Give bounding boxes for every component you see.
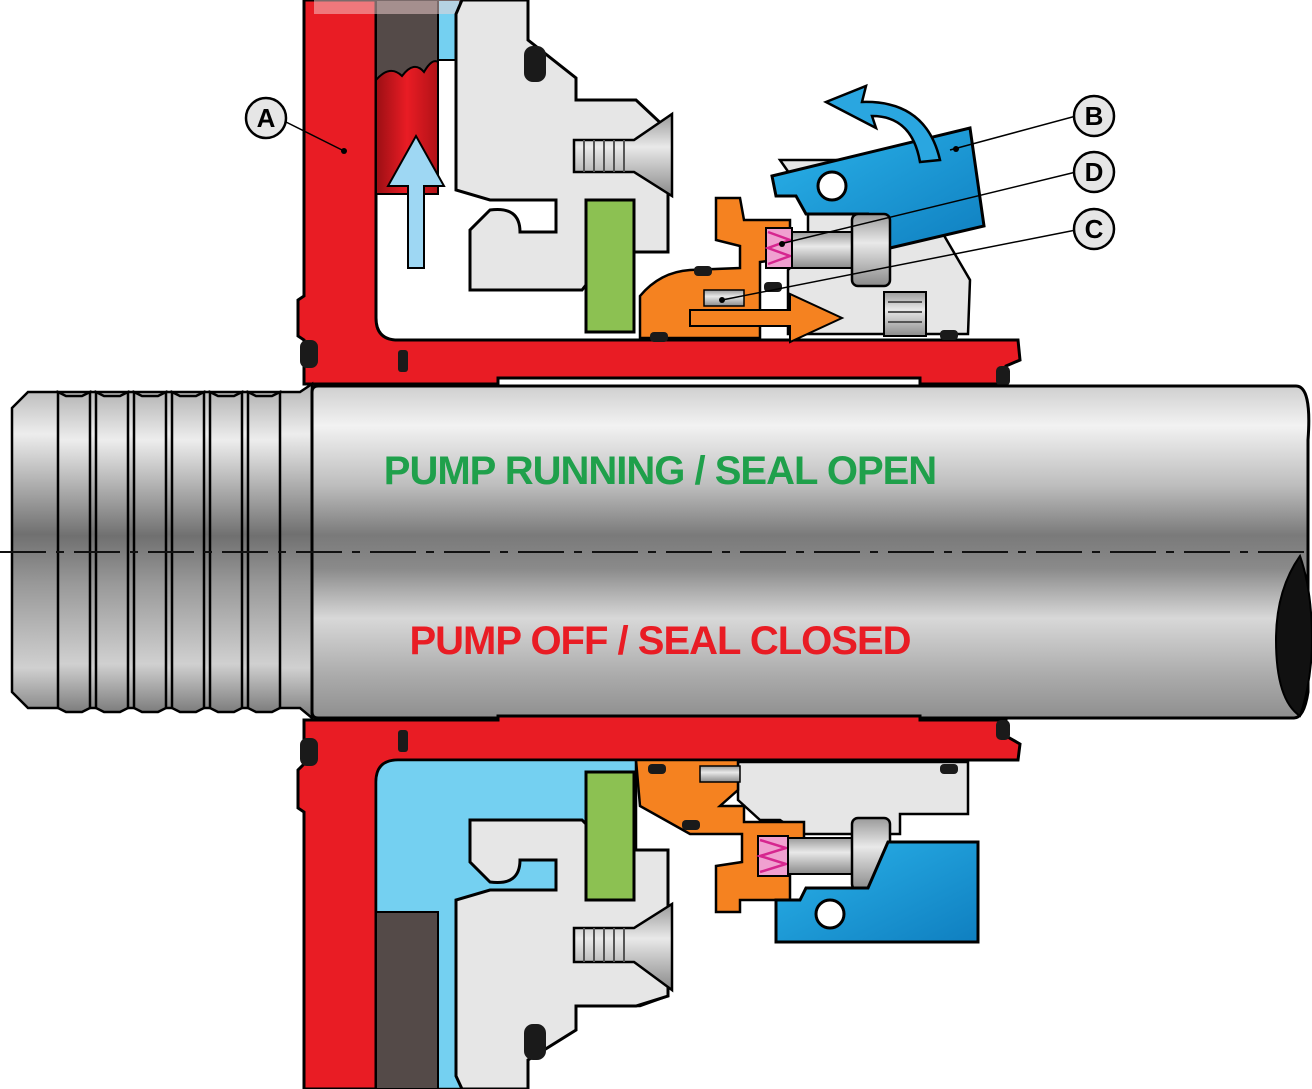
oring-l2 xyxy=(398,730,408,752)
shaft xyxy=(0,381,1312,721)
cap-screw-shank-upper xyxy=(791,231,855,269)
seat-oring xyxy=(524,46,546,82)
spring-coils-upper xyxy=(764,230,794,266)
shaft-end-break xyxy=(1274,553,1312,718)
up-arrow-icon xyxy=(386,133,446,269)
cap-screw-shank-lower xyxy=(787,837,855,875)
spring-coils-lower xyxy=(755,838,791,874)
callout-d-label: D xyxy=(1085,157,1104,187)
status-running: PUMP RUNNING / SEAL OPEN xyxy=(384,449,936,493)
oring-l3 xyxy=(996,720,1010,740)
screw-threads-lower xyxy=(583,928,625,962)
callout-b-label: B xyxy=(1085,101,1104,131)
oring-3 xyxy=(996,366,1010,386)
lever-pivot-lower xyxy=(814,898,846,930)
oring-l5 xyxy=(940,764,958,774)
screw-threads-upper xyxy=(583,140,625,172)
rotary-holder-lower xyxy=(736,760,970,836)
main-shaft-body xyxy=(310,384,1311,720)
right-arrow-icon xyxy=(689,292,845,344)
seat-oring-lower xyxy=(524,1024,546,1060)
upper-half-seal-running xyxy=(296,0,1022,386)
oring-2 xyxy=(398,350,408,372)
set-screw-threads-upper xyxy=(888,301,922,323)
dark-insert-lower xyxy=(375,911,439,1089)
lower-half-seal-closed xyxy=(296,714,1022,1089)
status-off: PUMP OFF / SEAL CLOSED xyxy=(409,619,910,663)
callout-d: D xyxy=(779,150,1116,247)
lever-pivot-upper xyxy=(816,170,848,202)
oring-1 xyxy=(300,340,318,368)
seal-face-lower xyxy=(584,770,636,902)
callout-c-label: C xyxy=(1085,214,1104,244)
seal-face-upper xyxy=(584,198,636,334)
piston-bolt-lower xyxy=(699,765,741,783)
oring-5 xyxy=(940,330,958,340)
callout-a-label: A xyxy=(257,103,276,133)
set-screw-upper xyxy=(883,291,927,337)
callout-c: C xyxy=(719,207,1116,303)
callout-b: B xyxy=(949,94,1116,152)
oring-4 xyxy=(650,332,668,342)
oring-6 xyxy=(694,266,712,276)
curved-arrow-icon xyxy=(823,83,942,164)
oring-l4 xyxy=(648,764,666,774)
oring-l6 xyxy=(682,820,700,830)
oring-l1 xyxy=(300,738,318,766)
callout-a: A xyxy=(244,96,347,154)
